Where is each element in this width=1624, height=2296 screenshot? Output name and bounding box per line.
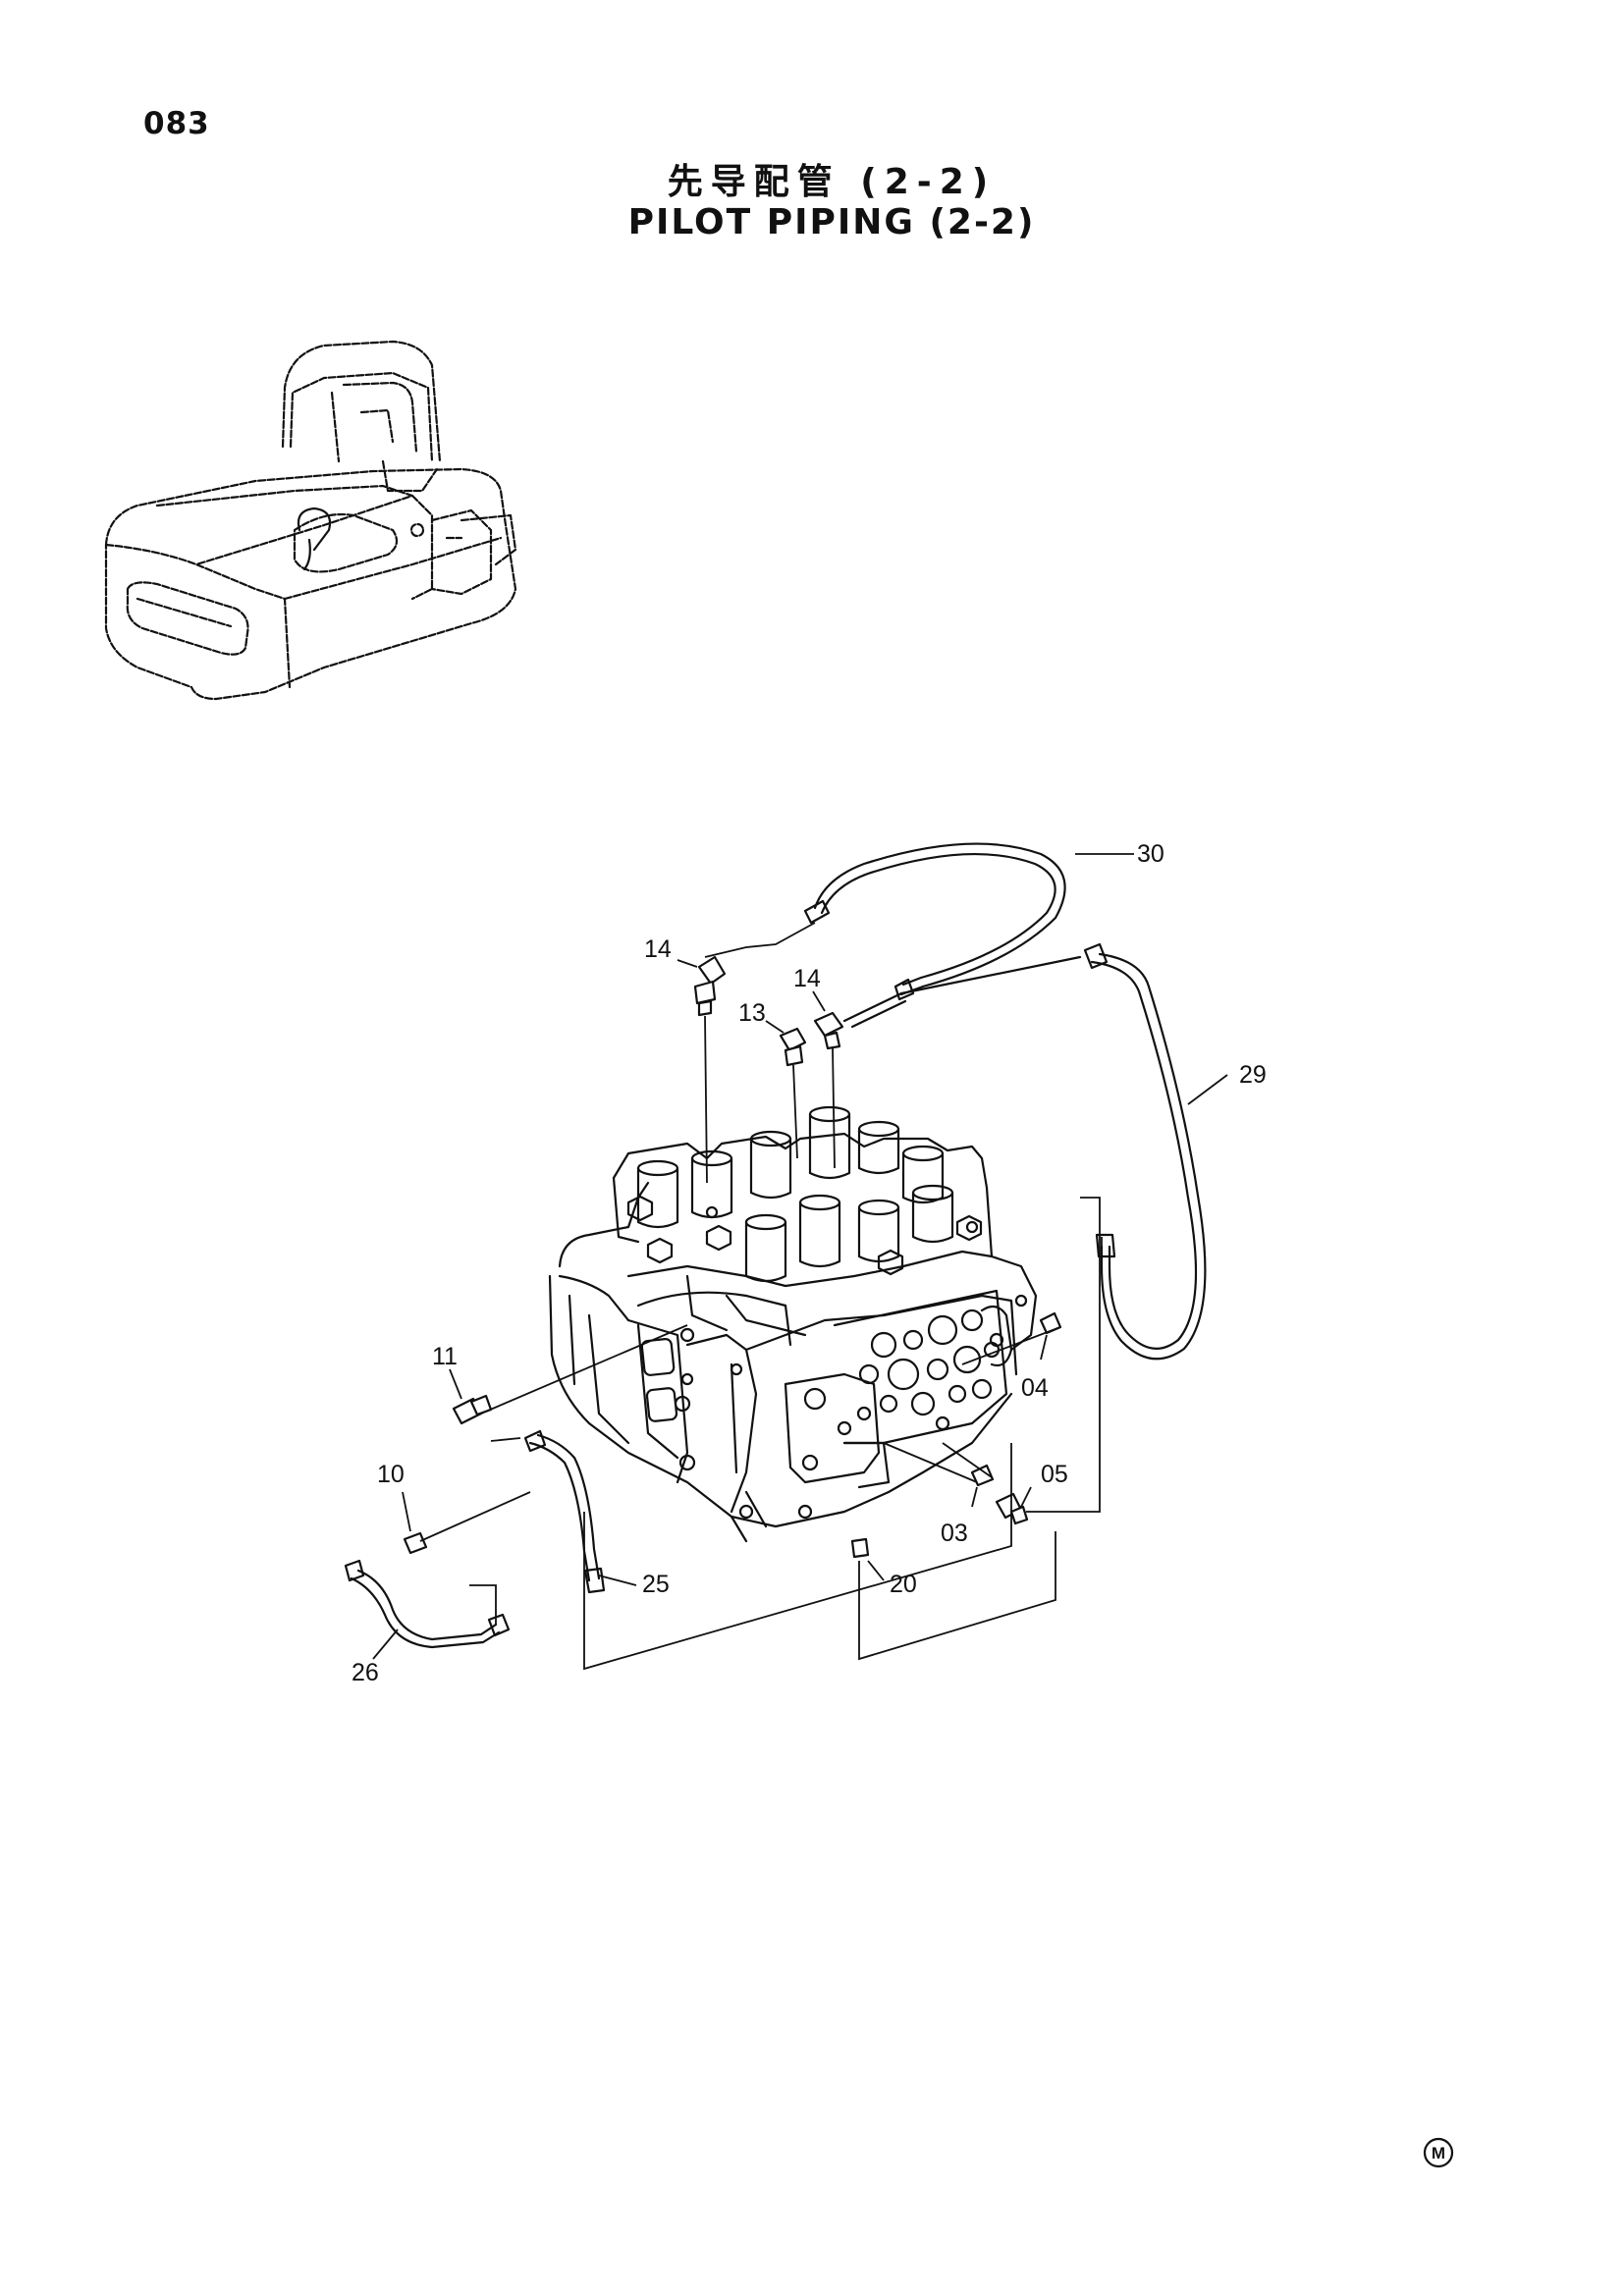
- fitting-10: [403, 1531, 428, 1555]
- callout-20: 20: [890, 1571, 917, 1598]
- callout-11: 11: [432, 1343, 458, 1370]
- callout-04: 04: [1021, 1374, 1049, 1402]
- callout-25: 25: [642, 1571, 670, 1598]
- fitting-05: [995, 1492, 1029, 1525]
- fittings: [403, 955, 1062, 1559]
- callout-labels: 30 29 14 14 13 11 10 04 05 03 20 25 26: [352, 840, 1267, 1686]
- fitting-20: [850, 1537, 870, 1559]
- fitting-13: [779, 1027, 807, 1067]
- page-title-chinese: 先导配管 (2-2): [667, 162, 997, 202]
- callout-10: 10: [377, 1461, 405, 1488]
- pilot-hoses: [344, 842, 1207, 1649]
- callout-30: 30: [1137, 840, 1164, 868]
- control-valve-assembly: [548, 1105, 1038, 1543]
- callout-05: 05: [1041, 1461, 1068, 1488]
- callout-14-left: 14: [644, 935, 672, 963]
- callout-26: 26: [352, 1659, 379, 1686]
- fitting-14-right: [813, 1011, 844, 1050]
- corner-mark-letter: M: [1432, 2144, 1445, 2163]
- callout-13: 13: [738, 999, 766, 1027]
- leader-lines: [372, 853, 1228, 1671]
- callout-29: 29: [1239, 1061, 1267, 1089]
- fitting-11: [452, 1394, 493, 1425]
- excavator-location-thumbnail: [104, 340, 517, 701]
- callout-14-right: 14: [793, 965, 821, 992]
- page-number: 083: [143, 106, 210, 141]
- callout-03: 03: [941, 1520, 968, 1547]
- corner-mark: M: [1423, 2137, 1454, 2168]
- page-title-english: PILOT PIPING (2-2): [627, 202, 1036, 242]
- fitting-14-left: [693, 955, 727, 1017]
